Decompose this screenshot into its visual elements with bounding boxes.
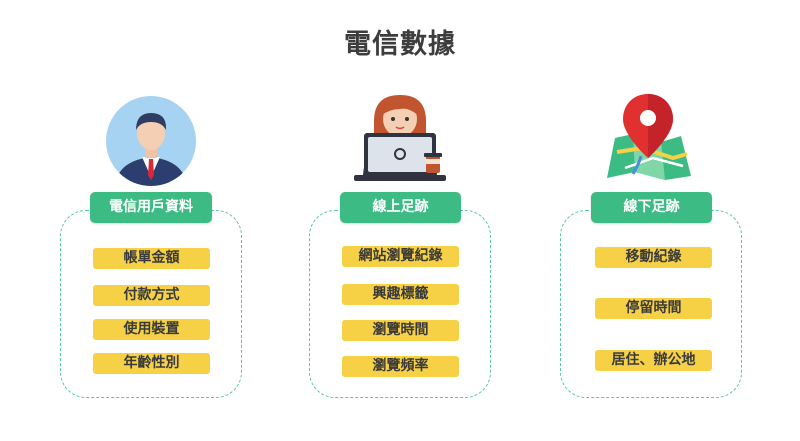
item-browsing-time: 瀏覽時間: [342, 320, 459, 341]
item-payment-method: 付款方式: [93, 285, 210, 306]
category-header-online-footprint: 線上足跡: [340, 192, 461, 223]
item-website-browsing-history: 網站瀏覽紀錄: [342, 246, 459, 267]
category-header-telecom-user-data: 電信用戶資料: [90, 192, 212, 223]
diagram-title: 電信數據: [344, 29, 456, 60]
item-interest-tags: 興趣標籤: [342, 284, 459, 305]
category-header-offline-footprint: 線下足跡: [591, 192, 712, 223]
item-residence-office-location: 居住、辦公地: [595, 350, 712, 371]
item-age-gender: 年齡性別: [93, 353, 210, 374]
item-device-used: 使用裝置: [93, 319, 210, 340]
businessman-avatar-icon: [106, 96, 196, 186]
item-browsing-frequency: 瀏覽頻率: [342, 356, 459, 377]
item-dwell-time: 停留時間: [595, 298, 712, 319]
person-with-laptop-icon: [354, 95, 446, 181]
map-location-pin-icon: [607, 94, 691, 180]
item-movement-records: 移動紀錄: [595, 247, 712, 268]
item-billing-amount: 帳單金額: [93, 248, 210, 269]
